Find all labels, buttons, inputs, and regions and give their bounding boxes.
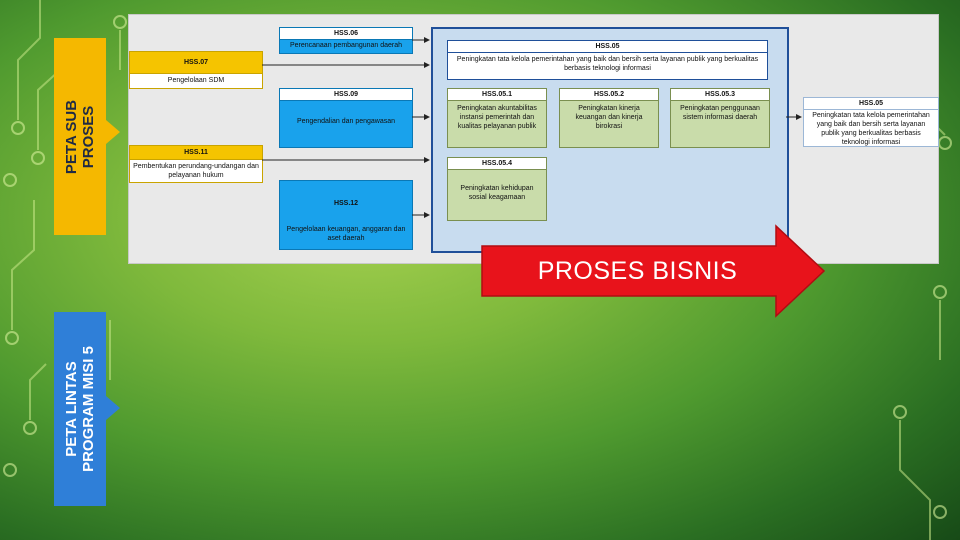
tab-lintas-pointer	[106, 396, 120, 420]
hss09-box: HSS.09 Pengendalian dan pengawasan	[279, 88, 413, 148]
hss05-3-box: HSS.05.3 Peningkatan penggunaan sistem i…	[670, 88, 770, 148]
tab-lintas-label: PETA LINTAS PROGRAM MISI 5	[63, 346, 98, 472]
hss05-text: Peningkatan tata kelola pemerintahan yan…	[456, 56, 759, 72]
hss07-text: Pengelolaan SDM	[167, 77, 225, 84]
hss05-2-code: HSS.05.2	[560, 89, 658, 101]
hss05-4-text: Peningkatan kehidupan sosial keagamaan	[460, 185, 534, 201]
output-box: HSS.05 Peningkatan tata kelola pemerinta…	[803, 97, 939, 147]
hss12-text: Pengelolaan keuangan, anggaran dan aset …	[286, 226, 406, 242]
hss05-3-code: HSS.05.3	[671, 89, 769, 101]
proses-bisnis-label: PROSES BISNIS	[537, 256, 738, 285]
hss09-code: HSS.09	[280, 89, 412, 101]
hss07-code: HSS.07	[130, 52, 262, 74]
hss11-code: HSS.11	[130, 146, 262, 160]
output-code: HSS.05	[804, 98, 938, 110]
hss06-code: HSS.06	[280, 28, 412, 40]
hss05-4-code: HSS.05.4	[448, 158, 546, 170]
hss05-2-text: Peningkatan kinerja keuangan dan kinerja…	[575, 105, 643, 130]
hss05-1-box: HSS.05.1 Peningkatan akuntabilitas insta…	[447, 88, 547, 148]
hss11-box: HSS.11 Pembentukan perundang-undangan da…	[129, 145, 263, 183]
hss05-3-text: Peningkatan penggunaan sistem informasi …	[680, 105, 760, 121]
process-diagram: HSS.06 Perencanaan pembangunan daerah HS…	[128, 14, 939, 264]
hss05-4-box: HSS.05.4 Peningkatan kehidupan sosial ke…	[447, 157, 547, 221]
hss05-code: HSS.05	[448, 41, 767, 53]
hss09-text: Pengendalian dan pengawasan	[296, 118, 396, 125]
hss05-header-box: HSS.05 Peningkatan tata kelola pemerinta…	[447, 40, 768, 80]
output-text: Peningkatan tata kelola pemerintahan yan…	[812, 112, 930, 146]
hss06-text: Perencanaan pembangunan daerah	[289, 42, 403, 49]
hss05-2-box: HSS.05.2 Peningkatan kinerja keuangan da…	[559, 88, 659, 148]
hss06-box: HSS.06 Perencanaan pembangunan daerah	[279, 27, 413, 54]
tab-peta-sub-proses[interactable]: PETA SUB PROSES	[54, 38, 106, 235]
hss05-1-text: Peningkatan akuntabilitas instansi pemer…	[457, 105, 537, 130]
hss12-code: HSS.12	[333, 200, 359, 207]
tab-sub-label: PETA SUB PROSES	[63, 99, 97, 174]
proses-bisnis-arrow	[481, 224, 826, 318]
hss11-text: Pembentukan perundang-undangan dan pelay…	[133, 163, 259, 179]
tab-peta-lintas-program[interactable]: PETA LINTAS PROGRAM MISI 5	[54, 312, 106, 506]
diagram-arrows	[262, 37, 802, 218]
hss05-1-code: HSS.05.1	[448, 89, 546, 101]
tab-sub-pointer	[106, 120, 120, 144]
hss07-box: HSS.07 Pengelolaan SDM	[129, 51, 263, 89]
